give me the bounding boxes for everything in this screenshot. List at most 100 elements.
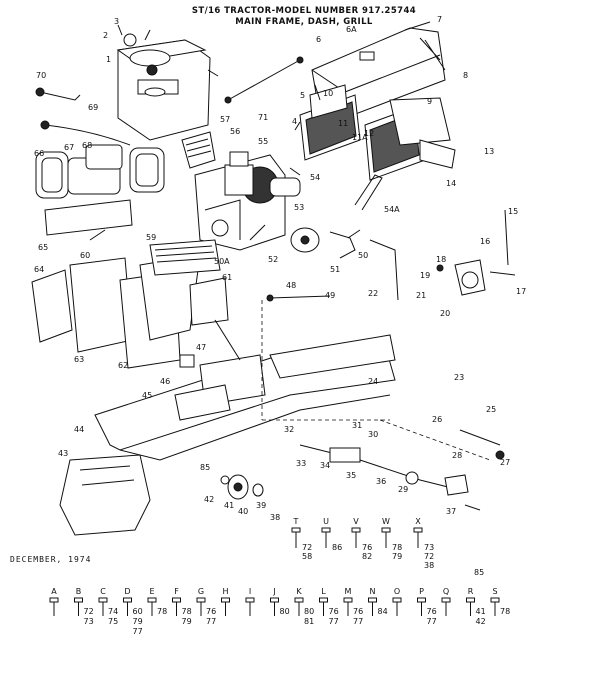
bolt-icon — [413, 527, 423, 548]
hardware-letter-k: K — [296, 587, 302, 596]
hardware-ref-b-73: 73 — [84, 617, 94, 626]
callout-11: 11 — [338, 119, 348, 128]
callout-52: 52 — [268, 255, 278, 264]
hardware-letter-m: M — [345, 587, 352, 596]
hardware-ref-k-80: 80 — [304, 607, 314, 616]
title-line-1: ST/16 TRACTOR-MODEL NUMBER 917.25744 — [191, 6, 417, 16]
callout-3: 3 — [114, 17, 119, 26]
callout-60: 60 — [80, 251, 90, 260]
callout-24: 24 — [368, 377, 378, 386]
callout-55: 55 — [258, 137, 268, 146]
callout-25: 25 — [486, 405, 496, 414]
callout-23: 23 — [454, 373, 464, 382]
hardware-ref-e-78: 78 — [157, 607, 167, 616]
hardware-ref-l-77: 77 — [329, 617, 339, 626]
callout-66: 66 — [34, 149, 44, 158]
hardware-ref-m-77: 77 — [353, 617, 363, 626]
callout-50a: 50A — [214, 257, 230, 266]
hardware-ref-w-79: 79 — [392, 552, 402, 561]
callout-67: 67 — [64, 143, 74, 152]
bolt-icon — [490, 597, 500, 616]
callout-31: 31 — [352, 421, 362, 430]
bolt-icon — [392, 597, 402, 616]
main-frame — [94, 300, 396, 461]
callout-6: 6 — [316, 35, 321, 44]
callout-68: 68 — [82, 141, 92, 150]
callout-64: 64 — [34, 265, 44, 274]
callout-2: 2 — [103, 31, 108, 40]
bolt-icon — [147, 597, 157, 616]
brackets-and-fittings — [266, 174, 516, 302]
callout-50: 50 — [358, 251, 368, 260]
callout-22: 22 — [368, 289, 378, 298]
callout-34: 34 — [320, 461, 330, 470]
callout-33: 33 — [296, 459, 306, 468]
headlights — [35, 144, 165, 199]
callout-28: 28 — [452, 451, 462, 460]
hardware-letter-c: C — [100, 587, 106, 596]
hardware-letter-b: B — [76, 587, 82, 596]
callout-labels: 1234566A789101111A1213141516171819202122… — [34, 15, 526, 522]
hardware-ref-c-75: 75 — [108, 617, 118, 626]
hardware-letter-r: R — [468, 587, 474, 596]
bolt-icon — [441, 597, 451, 616]
bolt-icon — [368, 597, 377, 616]
callout-30: 30 — [368, 430, 378, 439]
bolt-icon — [270, 597, 279, 616]
callout-53: 53 — [294, 203, 304, 212]
callout-15: 15 — [508, 207, 518, 216]
callout-29: 29 — [398, 485, 408, 494]
bolt-icon — [417, 597, 426, 616]
hardware-letter-l: L — [321, 587, 326, 596]
bolt-icon — [172, 597, 181, 616]
cables-and-rods — [35, 56, 304, 146]
callout-19: 19 — [420, 271, 430, 280]
hardware-ref-d-77: 77 — [133, 627, 143, 636]
callout-26: 26 — [432, 415, 442, 424]
bolt-icon — [294, 597, 304, 616]
callout-1: 1 — [106, 55, 111, 64]
callout-47: 47 — [196, 343, 206, 352]
callout-9: 9 — [427, 97, 432, 106]
callout-44: 44 — [74, 425, 84, 434]
hardware-ref-d-79: 79 — [133, 617, 143, 626]
callout-51: 51 — [330, 265, 340, 274]
hardware-ref-t-72: 72 — [302, 543, 312, 552]
hardware-letter-s: S — [492, 587, 497, 596]
hardware-ref-v-82: 82 — [362, 552, 372, 561]
hardware-ref-x-73: 73 — [424, 543, 434, 552]
bolt-icon — [291, 527, 301, 548]
hardware-ref-f-79: 79 — [182, 617, 192, 626]
hardware-letter-a: A — [51, 587, 57, 596]
callout-59: 59 — [146, 233, 156, 242]
leader-lines — [89, 21, 431, 241]
callout-40: 40 — [238, 507, 248, 516]
bolt-icon — [74, 597, 83, 616]
callout-61: 61 — [222, 273, 232, 282]
page-number: 85 — [474, 568, 485, 577]
hardware-ref-r-42: 42 — [476, 617, 486, 626]
hardware-ref-x-38: 38 — [424, 561, 434, 570]
callout-70: 70 — [36, 71, 46, 80]
callout-71: 71 — [258, 113, 268, 122]
callout-10: 10 — [323, 89, 333, 98]
callout-45: 45 — [142, 391, 152, 400]
callout-38: 38 — [270, 513, 280, 522]
title-line-2: MAIN FRAME, DASH, GRILL — [235, 17, 373, 27]
front-plate — [59, 454, 151, 536]
callout-46: 46 — [160, 377, 170, 386]
hardware-ref-u-86: 86 — [332, 543, 342, 552]
callout-39: 39 — [256, 501, 266, 510]
callout-57: 57 — [220, 115, 230, 124]
bolt-icon — [123, 597, 132, 616]
bolt-icon — [49, 597, 59, 616]
bolt-icon — [351, 527, 361, 548]
callout-35: 35 — [346, 471, 356, 480]
hardware-letter-x: X — [415, 517, 421, 526]
hardware-letter-e: E — [149, 587, 154, 596]
callout-43: 43 — [58, 449, 68, 458]
bolt-icon — [221, 597, 230, 616]
